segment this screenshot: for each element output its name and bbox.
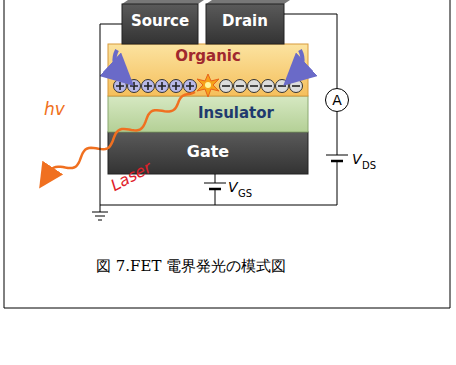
node-text: Gate bbox=[187, 143, 229, 178]
node-text: Drain bbox=[222, 13, 268, 48]
source-electrode: Source bbox=[122, 4, 198, 48]
node-text: Organic bbox=[175, 48, 241, 100]
node-text: Source bbox=[131, 13, 189, 48]
photon-label: hv bbox=[44, 100, 65, 119]
node-text: A bbox=[332, 92, 342, 111]
voltage-subscript: GS bbox=[238, 188, 252, 199]
voltage-subscript: DS bbox=[362, 160, 376, 171]
node-text: Insulator bbox=[198, 105, 274, 136]
insulator-layer: Insulator bbox=[108, 96, 308, 136]
drain-electrode: Drain bbox=[206, 4, 284, 48]
voltage-symbol: V bbox=[352, 152, 362, 167]
organic-layer: Organic bbox=[108, 44, 308, 100]
voltage-symbol: V bbox=[228, 180, 238, 195]
wire-connector bbox=[284, 14, 337, 88]
figure-caption: 図 7.FET 電界発光の模式図 bbox=[96, 258, 286, 275]
ammeter-circle: A bbox=[325, 88, 349, 112]
